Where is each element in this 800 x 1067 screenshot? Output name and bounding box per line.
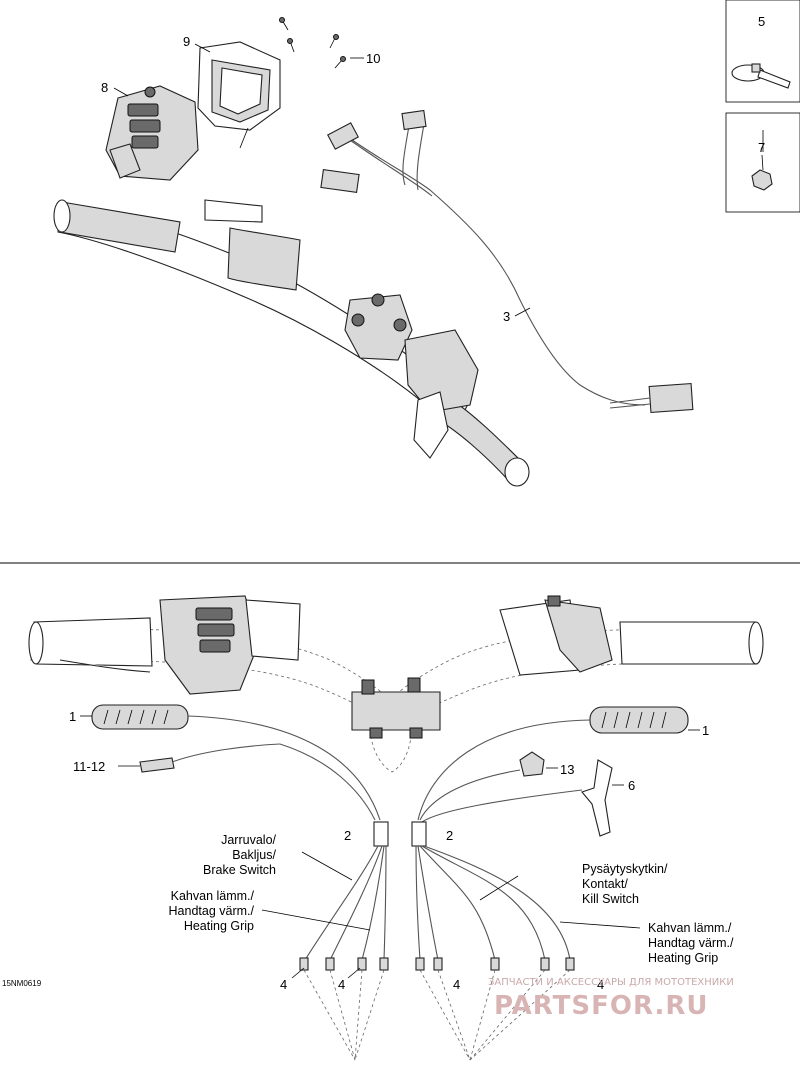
right-grip-switch (499, 595, 764, 676)
heating-grip-right-part (589, 706, 689, 734)
callout-4-d: 4 (597, 977, 604, 992)
handlebar-assembly (53, 199, 530, 487)
caption-brake-switch: Jarruvalo/ Bakljus/ Brake Switch (203, 833, 276, 877)
watermark-brand: PARTSFOR.RU (494, 991, 708, 1021)
drawing-code: 15NM0619 (2, 979, 42, 988)
callout-8: 8 (101, 80, 108, 95)
svg-text:Kahvan lämm./: Kahvan lämm./ (648, 921, 732, 935)
svg-text:Brake Switch: Brake Switch (203, 863, 276, 877)
watermark-tagline: ЗАПЧАСТИ И АКСЕССУАРЫ ДЛЯ МОТОТЕХНИКИ (488, 977, 734, 988)
lower-wiring-view (28, 595, 764, 1061)
captions: Jarruvalo/ Bakljus/ Brake Switch Kahvan … (169, 833, 734, 965)
callout-10: 10 (366, 51, 380, 66)
callout-2-right: 2 (446, 828, 453, 843)
svg-text:Kontakt/: Kontakt/ (582, 877, 628, 891)
svg-text:Handtag värm./: Handtag värm./ (648, 936, 734, 950)
item-7-box (725, 112, 800, 213)
callout-1-left: 1 (69, 709, 76, 724)
caption-heating-grip-right: Kahvan lämm./ Handtag värm./ Heating Gri… (648, 921, 734, 965)
svg-text:Pysäytyskytkin/: Pysäytyskytkin/ (582, 862, 668, 876)
callout-9: 9 (183, 34, 190, 49)
callout-4-c: 4 (453, 977, 460, 992)
left-grip-switch (28, 595, 301, 695)
callout-11-12: 11-12 (73, 759, 105, 774)
screws (279, 17, 346, 69)
svg-text:Heating Grip: Heating Grip (184, 919, 254, 933)
caption-heating-grip-left: Kahvan lämm./ Handtag värm./ Heating Gri… (169, 889, 255, 933)
wiring-harness (320, 109, 694, 414)
callout-labels: 9 10 8 5 7 3 1 1 11-12 13 6 2 2 4 4 4 4 (69, 14, 765, 992)
switch-housing-cover (197, 41, 281, 149)
callout-7: 7 (758, 140, 765, 155)
callout-4-a: 4 (280, 977, 287, 992)
heating-grip-left-part (91, 704, 189, 730)
clip-13-part (519, 751, 545, 777)
svg-text:Kill Switch: Kill Switch (582, 892, 639, 906)
callout-13: 13 (560, 762, 574, 777)
svg-text:Bakljus/: Bakljus/ (232, 848, 276, 862)
sensor-part (139, 743, 281, 773)
bracket-6-part (581, 759, 613, 837)
cable-tie-part (731, 63, 791, 89)
item-5-box (725, 0, 800, 103)
svg-text:Handtag värm./: Handtag värm./ (169, 904, 255, 918)
callout-2-left: 2 (344, 828, 351, 843)
callout-5: 5 (758, 14, 765, 29)
upper-exploded-view (53, 0, 800, 487)
harness-wires (187, 715, 591, 1061)
stem-clamp (351, 677, 441, 739)
watermark: ЗАПЧАСТИ И АКСЕССУАРЫ ДЛЯ МОТОТЕХНИКИ PA… (488, 977, 734, 1021)
switch-housing (105, 85, 199, 181)
caption-kill-switch: Pysäytyskytkin/ Kontakt/ Kill Switch (582, 862, 668, 906)
svg-text:Heating Grip: Heating Grip (648, 951, 718, 965)
callout-6: 6 (628, 778, 635, 793)
svg-text:Kahvan lämm./: Kahvan lämm./ (171, 889, 255, 903)
callout-3: 3 (503, 309, 510, 324)
callout-1-right: 1 (702, 723, 709, 738)
callout-4-b: 4 (338, 977, 345, 992)
svg-text:Jarruvalo/: Jarruvalo/ (221, 833, 276, 847)
clip-part (751, 154, 773, 191)
